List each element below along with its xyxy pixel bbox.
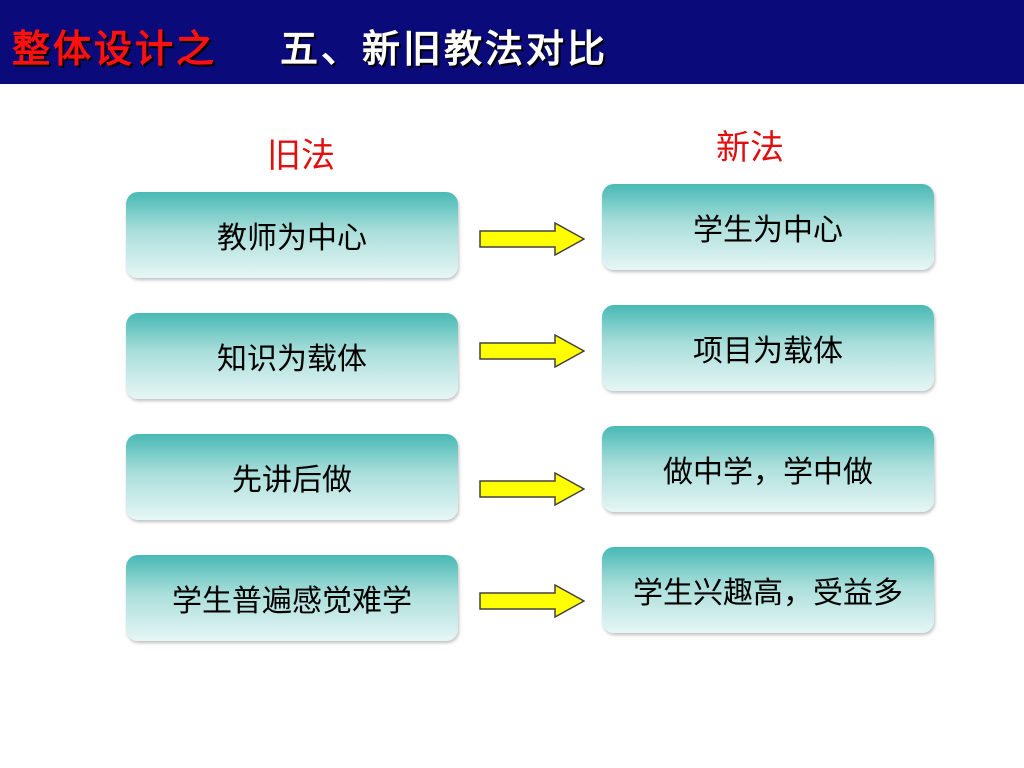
title-bar: 整体设计之 五、新旧教法对比 [0,0,1024,84]
right-arrow-icon [479,472,585,506]
old-method-box: 先讲后做 [126,434,458,520]
old-method-box: 教师为中心 [126,192,458,278]
old-method-heading: 旧法 [267,136,335,176]
right-arrow-icon [479,584,585,618]
new-method-box: 做中学，学中做 [602,426,934,512]
new-method-box: 项目为载体 [602,305,934,391]
old-method-box: 学生普遍感觉难学 [126,555,458,641]
page-title: 五、新旧教法对比 [280,26,609,71]
new-method-heading: 新法 [716,128,784,168]
old-method-box: 知识为载体 [126,313,458,399]
new-method-box: 学生兴趣高，受益多 [602,547,934,633]
right-arrow-icon [479,334,585,368]
title-prefix: 整体设计之 [12,26,218,71]
right-arrow-icon [479,222,585,256]
new-method-box: 学生为中心 [602,184,934,270]
